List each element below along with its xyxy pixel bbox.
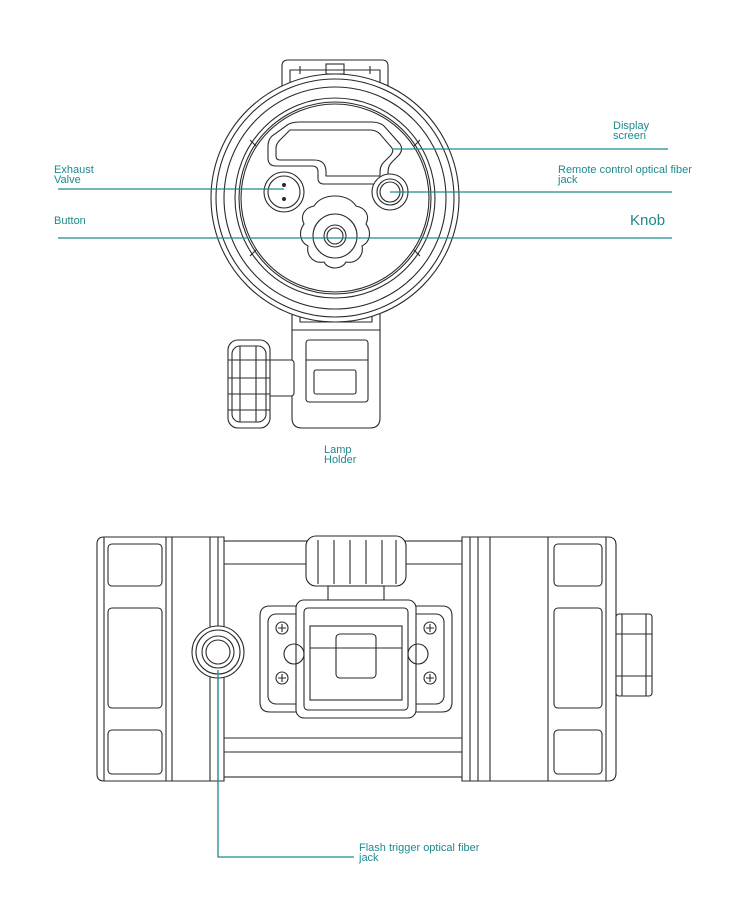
central-knob — [299, 195, 371, 269]
label-button: Button — [54, 215, 86, 227]
label-flash-jack: Flash trigger optical fiber jack — [359, 842, 480, 864]
side-view — [96, 535, 653, 782]
label-knob: Knob — [630, 212, 666, 229]
mounting-plate — [259, 599, 453, 719]
label-display-screen: Display screen — [613, 120, 650, 142]
right-end-cap — [461, 536, 617, 782]
exhaust-valve — [263, 171, 305, 213]
lamp-holder-mount — [291, 299, 381, 429]
label-remote-jack: Remote control optical fiber jack — [558, 164, 692, 186]
front-view — [210, 59, 460, 429]
side-lock-knob — [227, 339, 295, 429]
label-exhaust-valve: Exhaust Valve — [54, 164, 94, 186]
label-lamp-holder: Lamp Holder — [324, 444, 357, 466]
callout-lines-front — [58, 148, 672, 239]
hex-fitting — [615, 613, 653, 697]
flash-jack-leader — [217, 670, 354, 858]
